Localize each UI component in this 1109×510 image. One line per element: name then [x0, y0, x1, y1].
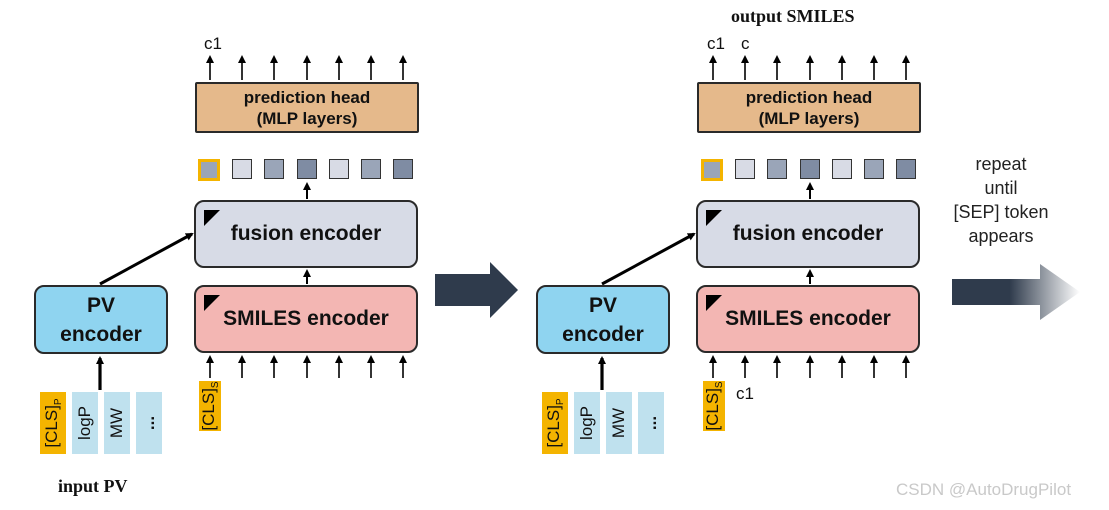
pv-cls-subscript: P — [555, 398, 567, 406]
smiles-encoder-box: SMILES encoder — [696, 285, 920, 353]
corner-marker — [204, 210, 220, 226]
corner-marker — [706, 295, 722, 311]
token-embedding — [735, 159, 755, 179]
prediction-head-title: prediction head — [243, 87, 371, 107]
pv-cls-text: [CLS] — [41, 405, 61, 448]
cls-token-embedding — [701, 159, 723, 181]
token-embedding — [264, 159, 284, 179]
pv-cls-subscript: P — [53, 398, 65, 406]
token-embedding — [832, 159, 852, 179]
output-token-label: c1 — [707, 34, 725, 53]
prediction-head-subtitle: (MLP layers) — [758, 108, 860, 128]
corner-marker — [706, 210, 722, 226]
pv-mw-input: MW — [606, 392, 632, 454]
pv-more-text: ... — [139, 415, 158, 431]
token-embedding — [800, 159, 820, 179]
fusion-encoder-box: fusion encoder — [696, 200, 920, 268]
pv-encoder-title: PV — [86, 293, 115, 317]
token-embedding — [896, 159, 916, 179]
pv-more-input: ... — [638, 392, 664, 454]
pv-encoder-subtitle: encoder — [60, 322, 142, 346]
pv-cls-input: [CLS]P — [40, 392, 66, 454]
pv-logp-text: logP — [75, 405, 94, 441]
smiles-encoder-label: SMILES encoder — [725, 307, 891, 330]
smiles-cls-subscript: S — [210, 381, 222, 389]
smiles-cls-subscript: S — [714, 381, 726, 389]
repeat-note-line: repeat — [975, 154, 1027, 174]
output-token-label: c1 — [204, 34, 222, 53]
smiles-cls-input: [CLS]S — [199, 381, 221, 431]
pv-cls-input: [CLS]P — [542, 392, 568, 454]
smiles-cls-text: [CLS] — [198, 388, 218, 431]
pv-encoder-title: PV — [588, 293, 617, 317]
pv-more-input: ... — [136, 392, 162, 454]
pv-mw-input: MW — [104, 392, 130, 454]
pv-to-fusion-arrow — [601, 232, 696, 286]
smiles-encoder-label: SMILES encoder — [223, 307, 389, 330]
pv-logp-input: logP — [574, 392, 600, 454]
prediction-head-box: prediction head (MLP layers) — [195, 82, 419, 133]
pv-cls-text: [CLS] — [543, 405, 563, 448]
pv-logp-input: logP — [72, 392, 98, 454]
pv-to-fusion-arrow — [99, 232, 194, 286]
watermark: CSDN @AutoDrugPilot — [896, 480, 1072, 499]
flow-arrow — [435, 262, 518, 318]
smiles-encoder-box: SMILES encoder — [194, 285, 418, 353]
fusion-encoder-label: fusion encoder — [230, 222, 382, 245]
pv-encoder-subtitle: encoder — [562, 322, 644, 346]
repeat-note-line: appears — [968, 226, 1034, 246]
prediction-head-subtitle: (MLP layers) — [256, 108, 358, 128]
token-embedding — [393, 159, 413, 179]
smiles-cls-text: [CLS] — [702, 388, 722, 431]
token-embedding — [297, 159, 317, 179]
output-token-label: c — [741, 34, 750, 53]
token-embedding — [864, 159, 884, 179]
output-smiles-title: output SMILES — [731, 6, 855, 26]
token-embedding — [329, 159, 349, 179]
pv-logp-text: logP — [577, 405, 596, 441]
pv-mw-text: MW — [107, 407, 126, 439]
token-embedding — [361, 159, 381, 179]
input-pv-caption: input PV — [58, 476, 128, 496]
repeat-arrow — [952, 264, 1080, 320]
repeat-note-line: [SEP] token — [953, 202, 1049, 222]
prediction-head-title: prediction head — [745, 87, 873, 107]
token-embedding — [232, 159, 252, 179]
repeat-note: repeat until [SEP] token appears — [946, 152, 1056, 248]
arrow-group — [96, 55, 910, 390]
fusion-encoder-label: fusion encoder — [732, 222, 884, 245]
next-input-token-label: c1 — [736, 384, 754, 403]
pv-encoder-box: PV encoder — [34, 285, 168, 354]
cls-token-embedding — [198, 159, 220, 181]
repeat-note-line: until — [984, 178, 1018, 198]
smiles-cls-input: [CLS]S — [703, 381, 725, 431]
pv-more-text: ... — [641, 415, 660, 431]
pv-mw-text: MW — [609, 407, 628, 439]
token-embedding — [767, 159, 787, 179]
corner-marker — [204, 295, 220, 311]
prediction-head-box: prediction head (MLP layers) — [697, 82, 921, 133]
fusion-encoder-box: fusion encoder — [194, 200, 418, 268]
pv-encoder-box: PV encoder — [536, 285, 670, 354]
